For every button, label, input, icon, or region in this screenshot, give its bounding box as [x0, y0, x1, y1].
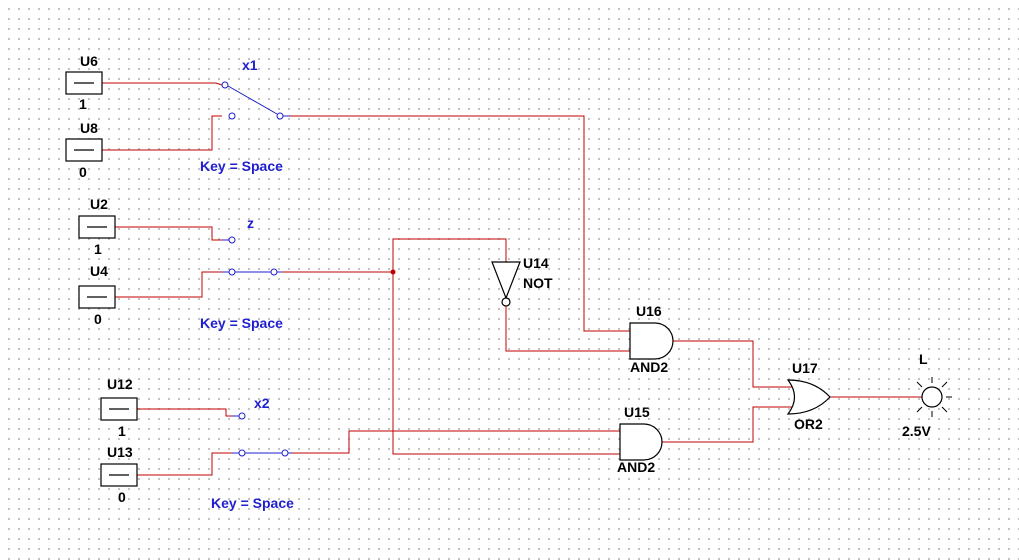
- source-u2-value: 1: [94, 241, 102, 257]
- switch-x2-pin-common: [281, 449, 289, 457]
- switch-x2-name: x2: [254, 395, 270, 411]
- switch-x2[interactable]: x2 Key = Space: [211, 395, 294, 511]
- gate-u17-ref: U17: [792, 360, 818, 376]
- gate-u16-ref: U16: [636, 303, 662, 319]
- source-u12-value: 1: [118, 423, 126, 439]
- lamp-value: 2.5V: [902, 423, 931, 439]
- gate-u17-or[interactable]: U17 OR2: [786, 360, 831, 432]
- source-u8-value: 0: [79, 164, 87, 180]
- source-u2[interactable]: U2 1: [78, 196, 116, 257]
- switch-x2-pin-top: [238, 412, 246, 420]
- switch-x1-blade[interactable]: [227, 85, 278, 115]
- switch-x1-pin-top: [221, 81, 229, 89]
- switch-z-key: Key = Space: [200, 315, 283, 331]
- source-u4-value: 0: [94, 311, 102, 327]
- switch-x1[interactable]: x1 Key = Space: [200, 57, 290, 174]
- switch-z-pin-common: [270, 268, 278, 276]
- wire-u6-x1: [102, 82, 223, 86]
- gate-u16-type: AND2: [630, 359, 668, 375]
- gate-u16-and[interactable]: U16 AND2: [629, 303, 674, 375]
- wire-x1-u16: [290, 115, 630, 332]
- switch-x1-pin-common: [276, 112, 284, 120]
- switch-z-name: z: [247, 215, 254, 231]
- gate-u15-ref: U15: [624, 404, 650, 420]
- wire-u14-u16: [505, 310, 630, 352]
- source-u4[interactable]: U4 0: [78, 263, 116, 327]
- lamp-ref: L: [919, 351, 928, 367]
- wire-u4-z: [115, 271, 222, 298]
- wire-node-u15: [392, 272, 620, 455]
- junction-node: [390, 269, 396, 275]
- gate-u17-type: OR2: [794, 416, 823, 432]
- source-u13[interactable]: U13 0: [100, 444, 138, 505]
- wires-red: [102, 82, 922, 476]
- gate-u17-body[interactable]: [786, 379, 831, 415]
- wire-u13-x2: [137, 452, 232, 476]
- source-u12[interactable]: U12 1: [100, 376, 138, 439]
- source-u2-ref: U2: [90, 196, 108, 212]
- gate-u15-type: AND2: [617, 459, 655, 475]
- wire-u2-z: [115, 226, 222, 241]
- source-u8[interactable]: U8 0: [65, 120, 103, 180]
- gate-u14-type: NOT: [523, 275, 553, 291]
- gate-u14-ref: U14: [523, 255, 549, 271]
- switch-z-pin-bottom: [228, 268, 236, 276]
- wire-node-u14: [392, 238, 507, 272]
- source-u13-ref: U13: [107, 444, 133, 460]
- switch-x2-key: Key = Space: [211, 495, 294, 511]
- switch-x1-name: x1: [242, 57, 258, 73]
- source-u12-ref: U12: [107, 376, 133, 392]
- source-u13-value: 0: [118, 489, 126, 505]
- gate-u16-body[interactable]: [629, 322, 674, 360]
- source-u8-ref: U8: [80, 120, 98, 136]
- switch-x1-pin-bottom: [228, 112, 236, 120]
- lamp-l[interactable]: L 2.5V: [902, 351, 952, 439]
- wire-x2-u15: [292, 430, 620, 454]
- source-u4-ref: U4: [90, 263, 108, 279]
- lamp-rays: [916, 377, 952, 417]
- gate-u15-and[interactable]: U15 AND2: [617, 404, 663, 475]
- switch-z-pin-top: [228, 236, 236, 244]
- gate-u14-body[interactable]: [491, 261, 521, 300]
- source-u6-ref: U6: [80, 53, 98, 69]
- switch-x2-pin-bottom: [238, 449, 246, 457]
- switch-x1-key: Key = Space: [200, 158, 283, 174]
- switch-z[interactable]: z Key = Space: [200, 215, 283, 331]
- wire-u8-x1: [102, 115, 222, 151]
- gate-u14-bubble: [501, 297, 511, 307]
- source-u6[interactable]: U6 1: [65, 53, 103, 112]
- gate-u14-not[interactable]: U14 NOT: [491, 255, 553, 310]
- wire-u16-u17: [672, 340, 792, 388]
- wire-u15-u17: [662, 406, 792, 443]
- gate-u15-body[interactable]: [619, 423, 663, 461]
- lamp-body[interactable]: [921, 386, 943, 408]
- wire-u12-x2: [137, 408, 232, 417]
- source-u6-value: 1: [79, 96, 87, 112]
